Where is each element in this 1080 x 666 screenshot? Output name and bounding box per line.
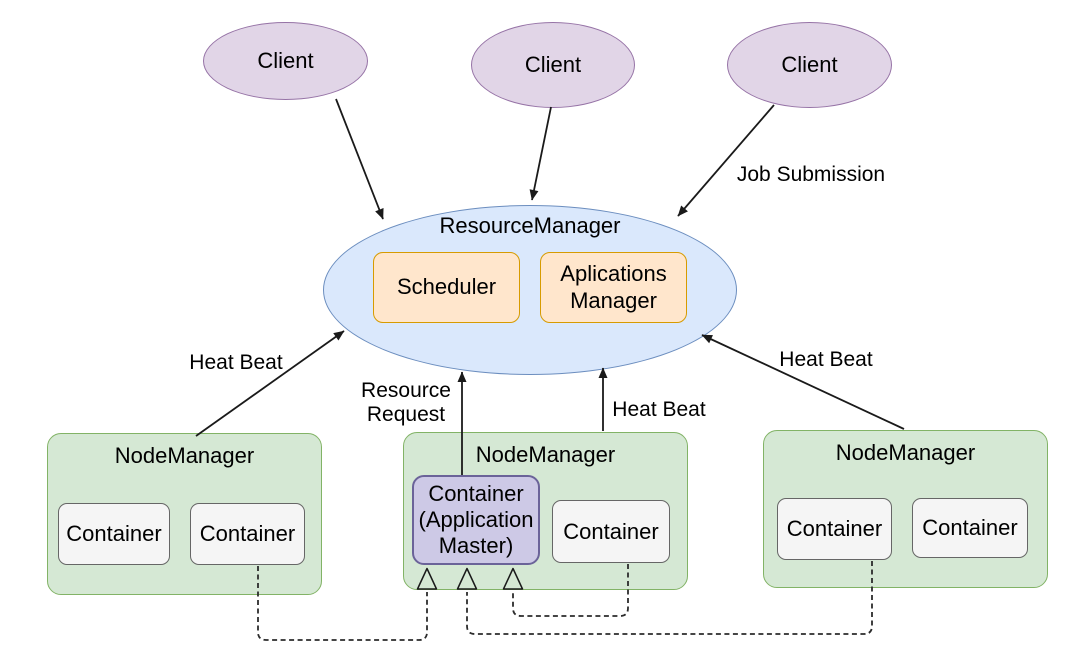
nm1-container-1-label: Container: [66, 521, 162, 546]
nm1-container-1: Container: [58, 503, 170, 565]
nm3-container-2-label: Container: [922, 515, 1018, 540]
nm2-container-1: Container: [552, 500, 670, 563]
heat-beat-right-label: Heat Beat: [779, 348, 873, 371]
nm3-container-1: Container: [777, 498, 892, 560]
edge-client3-to-rm-job-submission: [677, 104, 775, 217]
nm2-container-1-label: Container: [563, 518, 659, 544]
resource-request-label: Resource Request: [361, 379, 451, 427]
job-submission-label: Job Submission: [736, 163, 886, 186]
node-manager-2-label: NodeManager: [475, 442, 616, 467]
node-manager-1-label: NodeManager: [114, 443, 255, 468]
heat-beat-left-label: Heat Beat: [189, 351, 283, 374]
resource-manager-label: ResourceManager: [439, 213, 621, 238]
nm3-container-2: Container: [912, 498, 1028, 558]
scheduler-label: Scheduler: [396, 274, 497, 300]
nm3-container-1-label: Container: [786, 516, 883, 541]
client-node-3: Client: [727, 22, 892, 108]
nm1-container-2: Container: [190, 503, 305, 565]
client-label-2: Client: [524, 52, 582, 77]
edge-nm1-to-rm-heat-beat: [195, 330, 345, 437]
client-node-1: Client: [203, 22, 368, 100]
heat-beat-middle-label: Heat Beat: [612, 398, 706, 421]
application-master-box: Container (Application Master): [412, 475, 540, 565]
applications-manager-box: Aplications Manager: [540, 252, 687, 323]
applications-manager-label: Aplications Manager: [560, 261, 667, 313]
scheduler-box: Scheduler: [373, 252, 520, 323]
client-label-1: Client: [257, 48, 314, 73]
edge-client1-to-rm: [335, 98, 384, 220]
client-node-2: Client: [471, 22, 635, 108]
nm1-container-2-label: Container: [199, 521, 296, 546]
client-label-3: Client: [781, 52, 838, 77]
node-manager-3-label: NodeManager: [835, 440, 976, 465]
application-master-label: Container (Application Master): [418, 481, 534, 558]
edge-client2-to-rm: [529, 106, 552, 201]
